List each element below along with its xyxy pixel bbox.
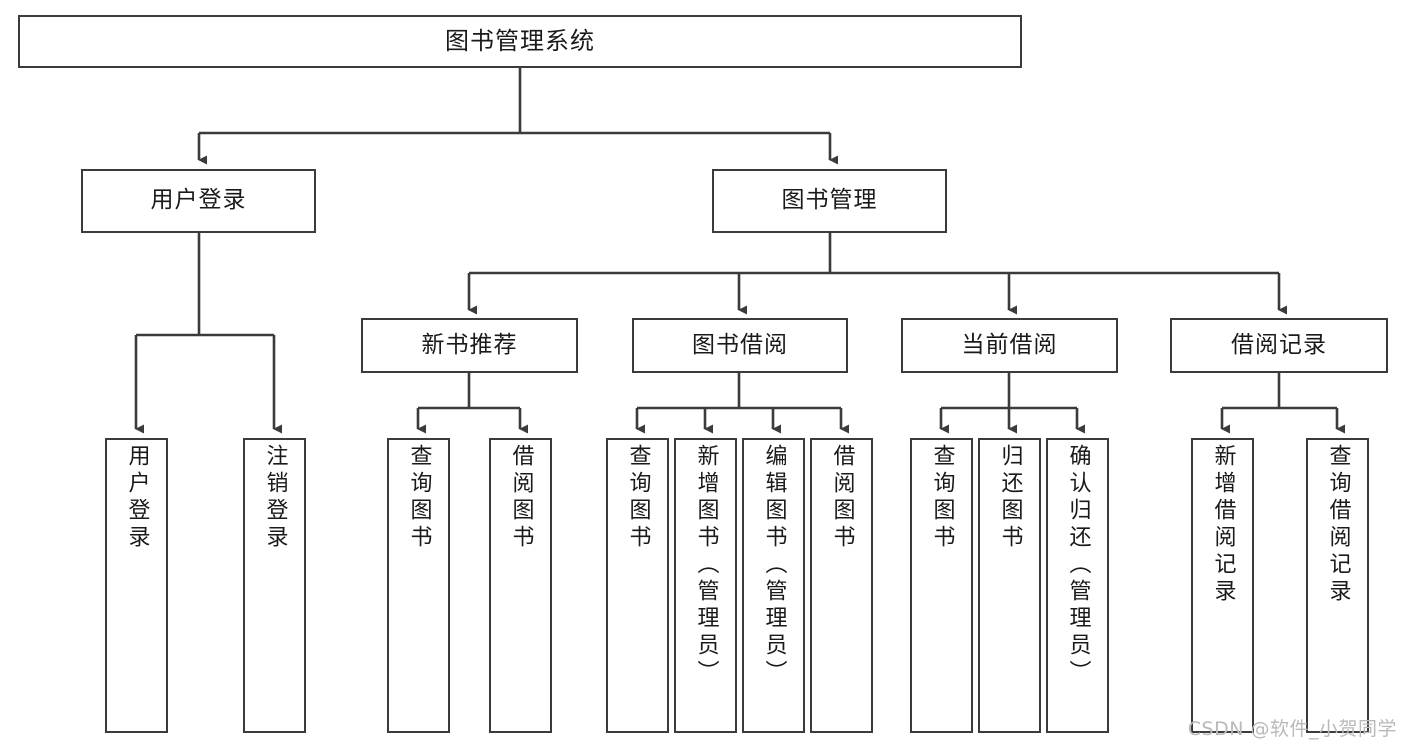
leaf-edit-book[interactable]: 编辑图书（管理员） [742, 438, 805, 733]
leaf-label: 注销登录 [262, 444, 288, 552]
leaf-query-record[interactable]: 查询借阅记录 [1306, 438, 1369, 733]
node-label: 图书借阅 [692, 331, 788, 358]
node-label: 当前借阅 [961, 331, 1058, 358]
leaf-label: 新增借阅记录 [1210, 444, 1236, 606]
leaf-label: 查询借阅记录 [1325, 444, 1351, 606]
node-label: 新书推荐 [421, 331, 518, 358]
leaf-user-login[interactable]: 用户登录 [105, 438, 168, 733]
node-book-borrow[interactable]: 图书借阅 [632, 318, 848, 373]
node-label: 用户登录 [150, 187, 247, 214]
leaf-label: 归还图书 [997, 444, 1023, 552]
leaf-label: 查询图书 [929, 444, 955, 552]
leaf-add-book[interactable]: 新增图书（管理员） [674, 438, 737, 733]
leaf-label: 借阅图书 [508, 444, 534, 552]
leaf-add-record[interactable]: 新增借阅记录 [1191, 438, 1254, 733]
node-current-borrow[interactable]: 当前借阅 [901, 318, 1118, 373]
leaf-confirm-return[interactable]: 确认归还（管理员） [1046, 438, 1109, 733]
leaf-label: 借阅图书 [829, 444, 855, 552]
node-user-login[interactable]: 用户登录 [81, 169, 316, 233]
watermark: CSDN @软件_小贺同学 [1187, 718, 1397, 740]
leaf-label: 新增图书（管理员） [693, 444, 719, 687]
leaf-query-book-2[interactable]: 查询图书 [606, 438, 669, 733]
leaf-return-book[interactable]: 归还图书 [978, 438, 1041, 733]
node-label: 图书管理系统 [445, 27, 595, 56]
leaf-label: 确认归还（管理员） [1065, 444, 1091, 687]
node-new-book-recommend[interactable]: 新书推荐 [361, 318, 578, 373]
leaf-borrow-book-1[interactable]: 借阅图书 [489, 438, 552, 733]
leaf-borrow-book-2[interactable]: 借阅图书 [810, 438, 873, 733]
leaf-logout[interactable]: 注销登录 [243, 438, 306, 733]
leaf-label: 编辑图书（管理员） [761, 444, 787, 687]
leaf-label: 用户登录 [124, 444, 150, 552]
leaf-query-book-1[interactable]: 查询图书 [387, 438, 450, 733]
node-label: 图书管理 [781, 187, 878, 214]
leaf-label: 查询图书 [406, 444, 432, 552]
node-label: 借阅记录 [1231, 331, 1327, 358]
node-book-management[interactable]: 图书管理 [712, 169, 947, 233]
node-borrow-record[interactable]: 借阅记录 [1170, 318, 1388, 373]
leaf-label: 查询图书 [625, 444, 651, 552]
node-root-system[interactable]: 图书管理系统 [18, 15, 1022, 68]
leaf-query-book-3[interactable]: 查询图书 [910, 438, 973, 733]
